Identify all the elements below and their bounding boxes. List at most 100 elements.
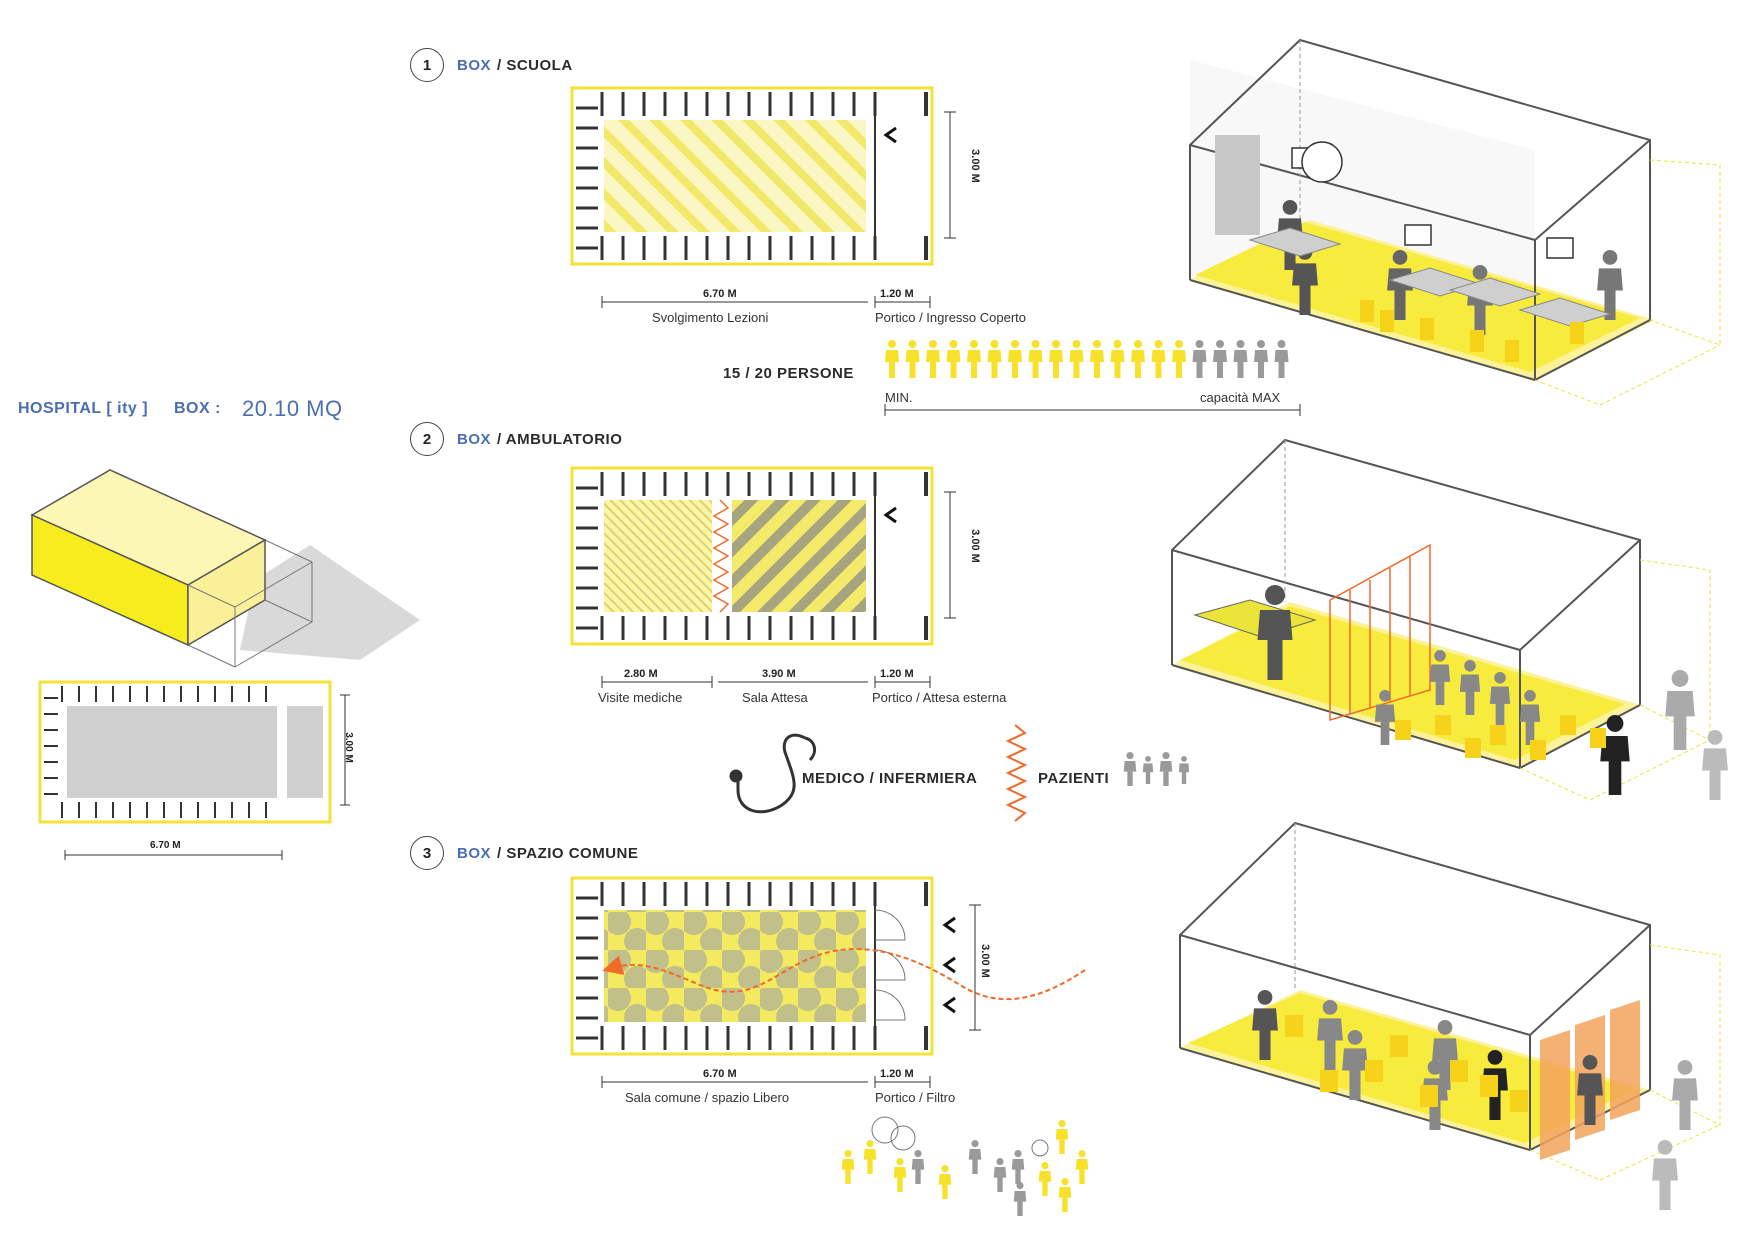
- stool: [1450, 1060, 1468, 1082]
- person-icon: [1254, 340, 1268, 378]
- plan-ambulatorio: [570, 466, 956, 688]
- person-icon: [1142, 756, 1154, 784]
- stethoscope-icon: [729, 733, 817, 814]
- person-icon: [1233, 340, 1248, 378]
- plan3-width: 3.00 M: [978, 944, 991, 978]
- section-title-1: / SCUOLA: [497, 57, 573, 74]
- person-icon: [993, 1158, 1007, 1192]
- plan3-caption-porch: Portico / Filtro: [875, 1090, 956, 1105]
- isometric-spazio-comune: [1179, 821, 1721, 1210]
- person-icon: [1038, 1162, 1052, 1196]
- person-icon: [1049, 340, 1063, 378]
- plan3-dim-porch: 1.20 M: [880, 1068, 914, 1080]
- section-number-3: 3: [410, 836, 444, 870]
- stool: [1590, 728, 1606, 748]
- stool: [1435, 715, 1451, 735]
- person-icon: [1151, 340, 1166, 378]
- section-box-label-2: BOX: [457, 431, 492, 448]
- section-title-2: / AMBULATORIO: [497, 431, 623, 448]
- person-icon: [1058, 1178, 1072, 1212]
- plan2-width: 3.00 M: [968, 529, 981, 563]
- person-icon: [1172, 340, 1186, 378]
- plan1-caption-porch: Portico / Ingresso Coperto: [875, 310, 1027, 325]
- stool: [1510, 1090, 1528, 1112]
- stool: [1470, 330, 1484, 352]
- person-icon: [987, 340, 1002, 378]
- plan2-caption-visits: Visite mediche: [598, 690, 683, 705]
- person-icon: [1342, 1030, 1368, 1100]
- speech-bubble-icon: [1404, 224, 1432, 246]
- capacity-label: 15 / 20 PERSONE: [723, 365, 854, 382]
- person-icon: [863, 1140, 877, 1174]
- isometric-scuola: [1189, 38, 1721, 406]
- stool: [1320, 1070, 1338, 1092]
- person-icon: [1055, 1120, 1069, 1154]
- person-icon: [1011, 1150, 1025, 1184]
- box-label: BOX :: [174, 400, 221, 417]
- person-icon: [841, 1150, 855, 1184]
- person-icon: [1192, 340, 1207, 378]
- capacity-max: capacità MAX: [1200, 390, 1281, 405]
- person-icon: [1131, 340, 1145, 378]
- plan2-caption-porch: Portico / Attesa esterna: [872, 690, 1007, 705]
- person-icon: [1090, 340, 1104, 378]
- person-icon: [1652, 1140, 1678, 1210]
- person-icon: [1075, 1150, 1089, 1184]
- person-icon: [1013, 1182, 1027, 1216]
- person-icon: [1257, 585, 1293, 680]
- stool: [1285, 1015, 1303, 1037]
- person-icon: [1374, 690, 1396, 745]
- person-icon: [905, 340, 920, 378]
- person-icon: [1702, 730, 1728, 800]
- person-icon: [1459, 660, 1481, 715]
- speech-bubble-icon: [1546, 237, 1574, 259]
- person-icon: [968, 1140, 982, 1174]
- filter-panel: [1540, 1030, 1570, 1160]
- person-icon: [967, 340, 981, 378]
- person-icon: [1159, 752, 1173, 786]
- stool: [1395, 720, 1411, 740]
- person-icon: [1432, 1020, 1458, 1090]
- section-title-3: / SPAZIO COMUNE: [497, 845, 639, 862]
- capacity-people: [885, 340, 1289, 378]
- person-icon: [926, 340, 940, 378]
- plan1-caption-main: Svolgimento Lezioni: [652, 310, 769, 325]
- person-icon: [1577, 1055, 1603, 1125]
- project-title: HOSPITAL [ ity ]: [18, 400, 149, 417]
- person-icon: [1665, 670, 1695, 750]
- plan3-dim-main: 6.70 M: [703, 1068, 737, 1080]
- stool: [1380, 310, 1394, 332]
- plan3-caption-main: Sala comune / spazio Libero: [625, 1090, 790, 1105]
- plan-spazio-comune: [570, 876, 1086, 1088]
- desk: [1248, 227, 1342, 257]
- section-number-1: 1: [410, 48, 444, 82]
- person-icon: [885, 340, 899, 378]
- plan2-dim-porch: 1.20 M: [880, 668, 914, 680]
- speech-bubble-icon: [1301, 141, 1343, 183]
- stool: [1505, 340, 1519, 362]
- overview-ticks: [44, 686, 267, 818]
- box-area: 20.10 MQ: [242, 396, 343, 421]
- person-icon: [911, 1150, 925, 1184]
- stool: [1365, 1060, 1383, 1082]
- person-icon: [1274, 340, 1289, 378]
- patients-icon: [1123, 752, 1190, 786]
- curtain-partition: [1329, 543, 1431, 722]
- person-icon: [1317, 1000, 1343, 1070]
- person-icon: [1123, 752, 1137, 786]
- person-icon: [1008, 340, 1022, 378]
- stool: [1530, 740, 1546, 760]
- plan2-dim-visits: 2.80 M: [624, 668, 658, 680]
- plan-scuola: [570, 86, 956, 308]
- section-number-2: 2: [410, 422, 444, 456]
- person-icon: [1429, 650, 1451, 705]
- curtain-zigzag-icon: [1005, 724, 1028, 822]
- plan2-dim-waiting: 3.90 M: [762, 668, 796, 680]
- box-shadow: [240, 545, 420, 660]
- person-icon: [1597, 249, 1623, 320]
- legend-staff: MEDICO / INFERMIERA: [802, 770, 978, 787]
- plan2-caption-waiting: Sala Attesa: [742, 690, 808, 705]
- waiting-figures: [1257, 585, 1728, 800]
